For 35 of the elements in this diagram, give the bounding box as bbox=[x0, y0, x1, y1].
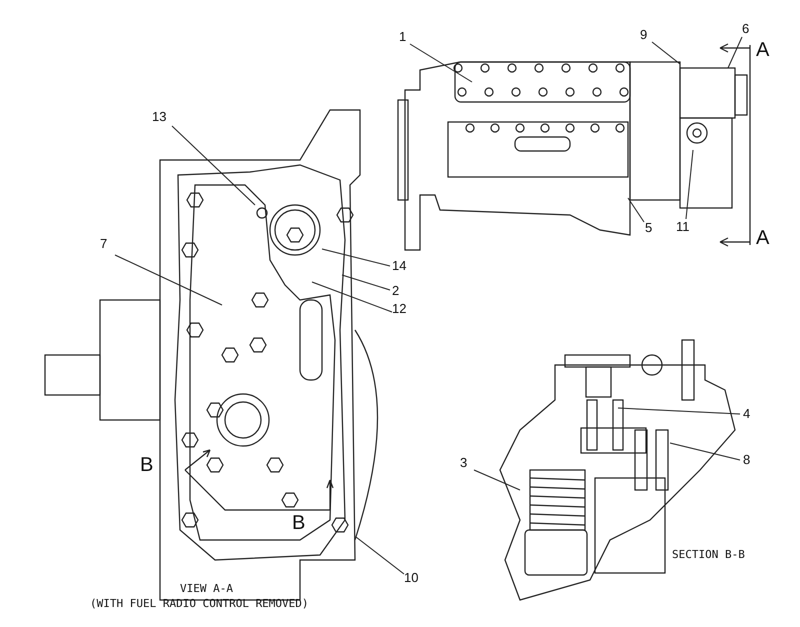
leader-line bbox=[312, 282, 392, 312]
callout-number: 3 bbox=[460, 456, 468, 470]
leader-line bbox=[322, 248, 390, 266]
leader-line bbox=[172, 126, 256, 206]
leader-line bbox=[356, 536, 404, 574]
section-letter: A bbox=[756, 40, 770, 60]
callout-number: 11 bbox=[676, 220, 690, 234]
leader-line bbox=[474, 470, 520, 490]
callout-number: 2 bbox=[392, 284, 400, 298]
callout-number: 7 bbox=[100, 237, 108, 251]
section-title: SECTION B-B bbox=[672, 548, 745, 562]
section-letter: A bbox=[756, 228, 770, 248]
callout-number: 10 bbox=[404, 571, 418, 585]
section-letter: B bbox=[292, 513, 306, 533]
callout-number: 4 bbox=[743, 407, 750, 421]
leader-line bbox=[618, 408, 740, 414]
leader-line bbox=[628, 198, 644, 222]
leader-line bbox=[114, 254, 222, 306]
leader-line bbox=[670, 442, 740, 460]
callout-number: 9 bbox=[640, 28, 648, 42]
callout-number: 5 bbox=[645, 221, 652, 235]
callout-number: 6 bbox=[742, 22, 750, 36]
callout-number: 13 bbox=[152, 110, 166, 124]
view-subtitle: (WITH FUEL RADIO CONTROL REMOVED) bbox=[90, 597, 309, 611]
callout-number: 14 bbox=[392, 259, 406, 273]
callout-number: 8 bbox=[743, 453, 750, 467]
leader-line bbox=[342, 274, 390, 290]
view-title: VIEW A-A bbox=[180, 582, 233, 596]
leader-line bbox=[686, 150, 694, 220]
leader-line bbox=[652, 42, 680, 64]
callout-number: 1 bbox=[399, 30, 406, 44]
leader-line bbox=[410, 44, 472, 82]
callout-number: 12 bbox=[392, 302, 406, 316]
leader-line bbox=[728, 36, 742, 68]
section-letter: B bbox=[140, 455, 154, 475]
